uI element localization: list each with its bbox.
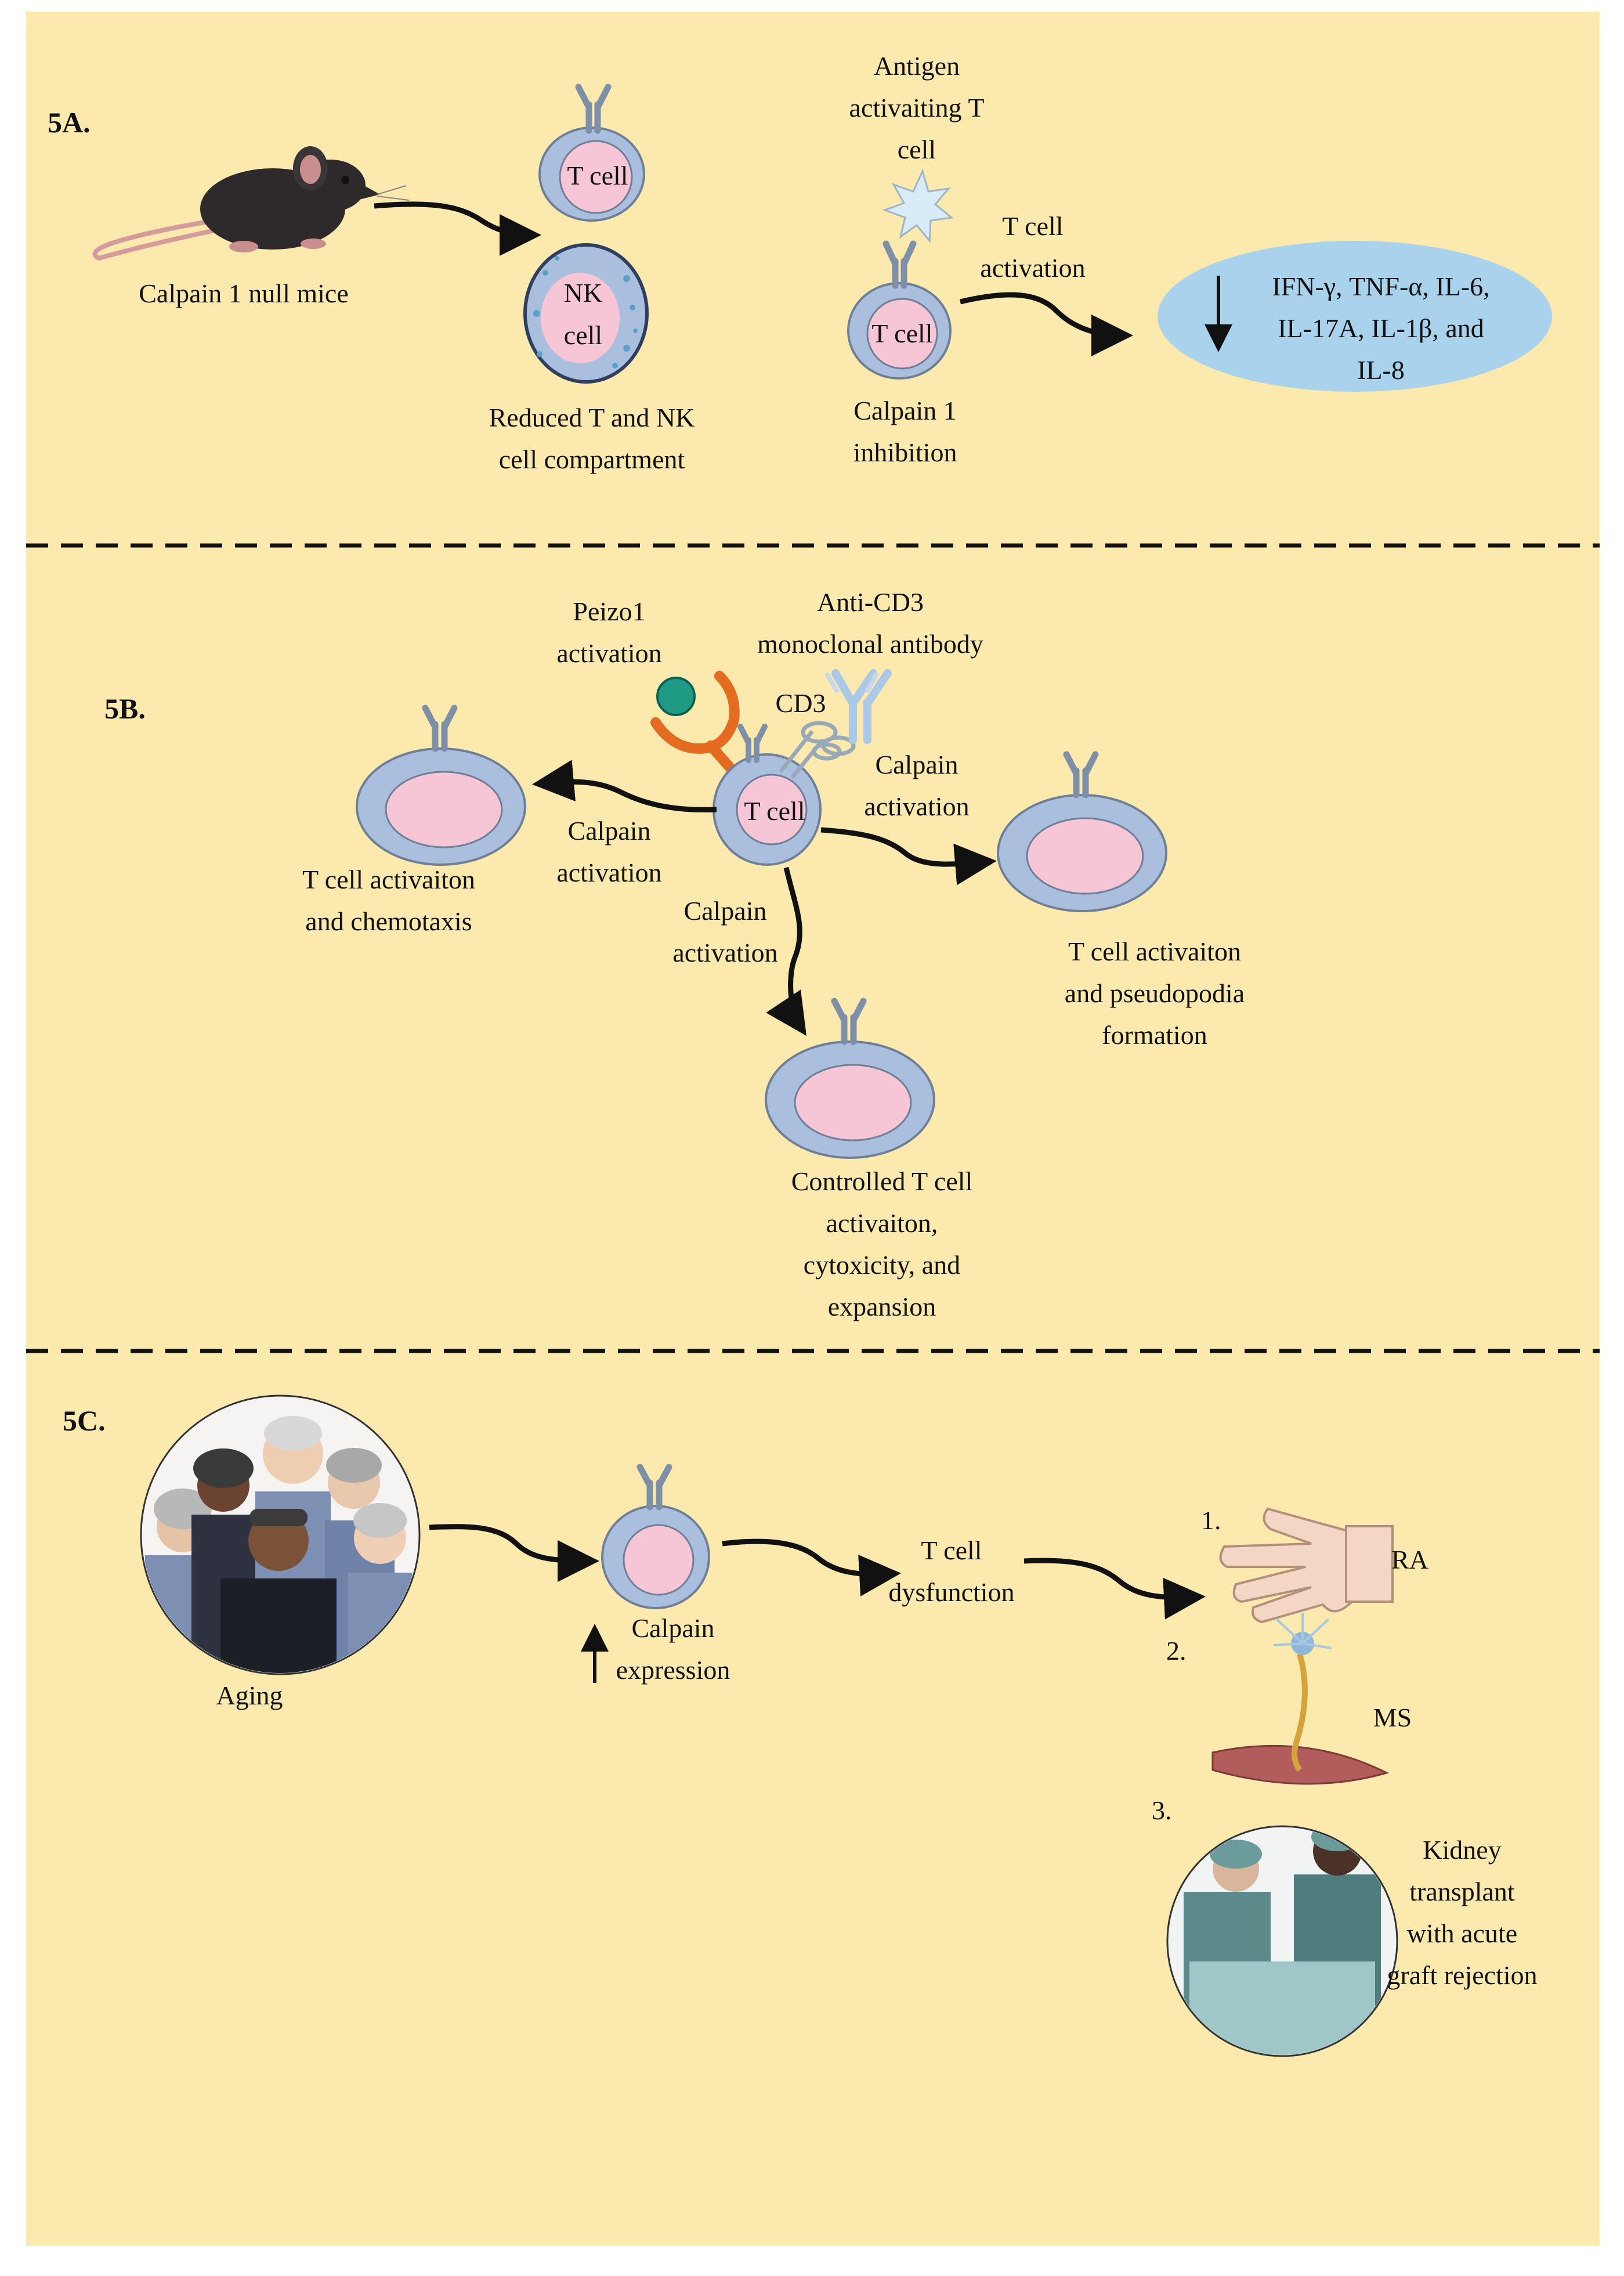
surgery-icon [1166,1825,1398,2057]
mouse-icon [92,146,410,261]
calpain-activation-label: Calpain activation [864,750,970,821]
antibody-label: Anti-CD3 monoclonal antibody [757,587,983,659]
list-number: 2. [1166,1636,1187,1666]
t-cell-label: T cell [871,319,932,348]
center-t-cell-label: T cell [744,796,805,826]
nk-cell-label: cell [564,320,602,350]
antibody-icon [825,669,892,744]
reduced-compartment-label: Reduced T and NK cell compartment [489,403,695,474]
antigen-label: Antigen activaiting T cell [849,51,985,164]
hand-icon [1219,1507,1394,1624]
kidney-transplant-label: Kidney transplant with acute graft rejec… [1387,1835,1538,1990]
arrow [429,1524,599,1582]
elderly-people-icon [140,1394,421,1675]
t-cell-icon [601,1464,710,1609]
arrow [820,827,997,886]
ra-label: RA [1391,1545,1428,1574]
antigen-icon [882,168,954,243]
list-number: 3. [1152,1795,1172,1825]
t-cell-dysfunction-label: T cell dysfunction [888,1536,1015,1607]
calpain-inhibition-label: Calpain 1 inhibition [853,396,957,467]
neuron-icon [1211,1613,1390,1785]
pseudopodia-outcome-label: T cell activaiton and pseudopodia format… [1064,937,1245,1050]
chemotaxis-outcome-label: T cell activaiton and chemotaxis [302,865,476,936]
calpain-activation-label: Calpain activation [672,896,778,967]
cd3-label: CD3 [775,688,826,718]
t-cell-activation-label: T cell activation [980,211,1086,283]
expansion-outcome-label: Controlled T cell activaiton, cytoxicity… [791,1166,973,1321]
t-cell-label: T cell [567,161,628,190]
arrow [374,201,541,256]
ms-label: MS [1373,1703,1412,1732]
arrow [959,292,1133,356]
arrow [766,866,806,1036]
cytokine-box [1158,241,1552,392]
cytokine-label: IFN-γ, TNF-α, IL-6, IL-17A, IL-1β, and I… [1272,272,1490,385]
nk-cell-icon [523,243,649,384]
list-number: 1. [1201,1505,1221,1535]
cd3-complex-icon [779,721,856,779]
t-cell-icon [765,998,935,1159]
nk-cell-label: NK [564,278,602,308]
mouse-label: Calpain 1 null mice [139,279,349,308]
t-cell-icon [356,705,526,866]
t-cell-icon [712,724,822,866]
t-cell-icon [538,84,645,222]
t-cell-icon [997,751,1167,912]
calpain-activation-label: Calpain activation [556,816,662,887]
peizo1-label: Peizo1 activation [556,597,662,668]
aging-label: Aging [216,1681,283,1710]
section-tag: 5C. [63,1404,106,1437]
arrow [1023,1558,1206,1620]
arrow [532,760,717,812]
section-tag: 5A. [48,106,91,139]
section-tag: 5B. [104,692,146,725]
t-cell-icon [847,240,952,380]
arrow [722,1538,901,1596]
calpain-expression-label: Calpain expression [616,1613,730,1685]
